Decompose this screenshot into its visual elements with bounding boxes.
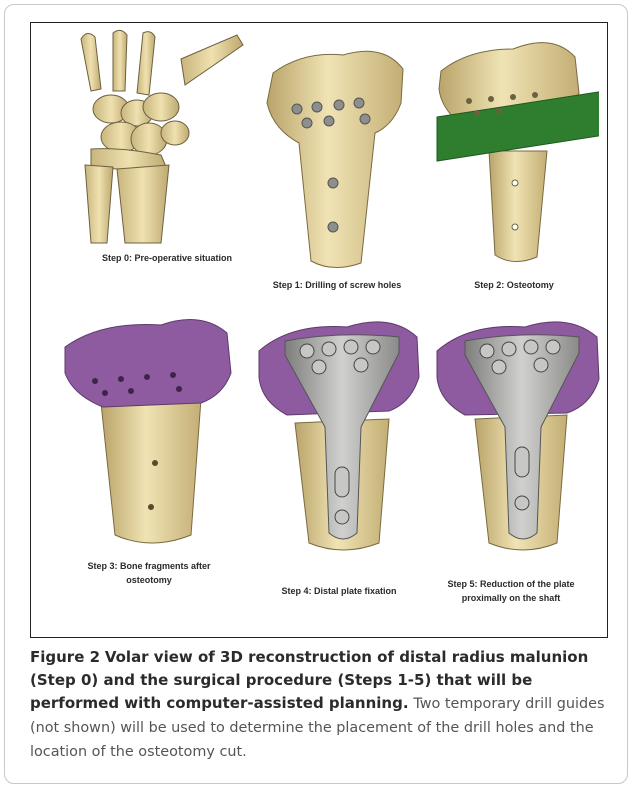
panel-caption: Step 1: Drilling of screw holes bbox=[247, 278, 427, 292]
panel-caption-line: proximally on the shaft bbox=[421, 591, 601, 605]
panel-caption-line: Step 5: Reduction of the plate bbox=[421, 577, 601, 591]
distal-plate-fixation-illustration bbox=[251, 307, 427, 563]
panel-step-1: Step 1: Drilling of screw holes bbox=[243, 33, 423, 293]
figure-label: Figure 2 bbox=[30, 648, 100, 666]
panel-caption: Step 2: Osteotomy bbox=[425, 278, 603, 292]
osteotomy-plane-illustration bbox=[429, 27, 599, 271]
panel-caption-line: Step 3: Bone fragments after bbox=[51, 559, 247, 573]
radius-with-screw-holes-illustration bbox=[243, 33, 423, 283]
panel-caption: Step 3: Bone fragments after osteotomy bbox=[51, 559, 247, 587]
figure-image: Step 0: Pre-operative situation Step 1: … bbox=[30, 22, 608, 638]
panel-step-2: Step 2: Osteotomy bbox=[429, 27, 607, 297]
panel-step-3: Step 3: Bone fragments after osteotomy bbox=[51, 307, 247, 607]
panel-caption: Step 5: Reduction of the plate proximall… bbox=[421, 577, 601, 605]
figure-title-period: . bbox=[403, 694, 409, 712]
panel-caption-line: osteotomy bbox=[51, 573, 247, 587]
panel-step-5: Step 5: Reduction of the plate proximall… bbox=[427, 307, 607, 607]
bone-fragments-illustration bbox=[51, 307, 247, 557]
wrist-skeleton-illustration bbox=[51, 29, 251, 249]
panel-caption: Step 0: Pre-operative situation bbox=[67, 251, 267, 265]
panel-step-0: Step 0: Pre-operative situation bbox=[51, 29, 251, 249]
figure-caption: Figure 2 Volar view of 3D reconstruction… bbox=[30, 646, 608, 764]
plate-reduction-illustration bbox=[427, 307, 607, 563]
panel-caption: Step 4: Distal plate fixation bbox=[251, 584, 427, 598]
panel-step-4: Step 4: Distal plate fixation bbox=[251, 307, 427, 607]
